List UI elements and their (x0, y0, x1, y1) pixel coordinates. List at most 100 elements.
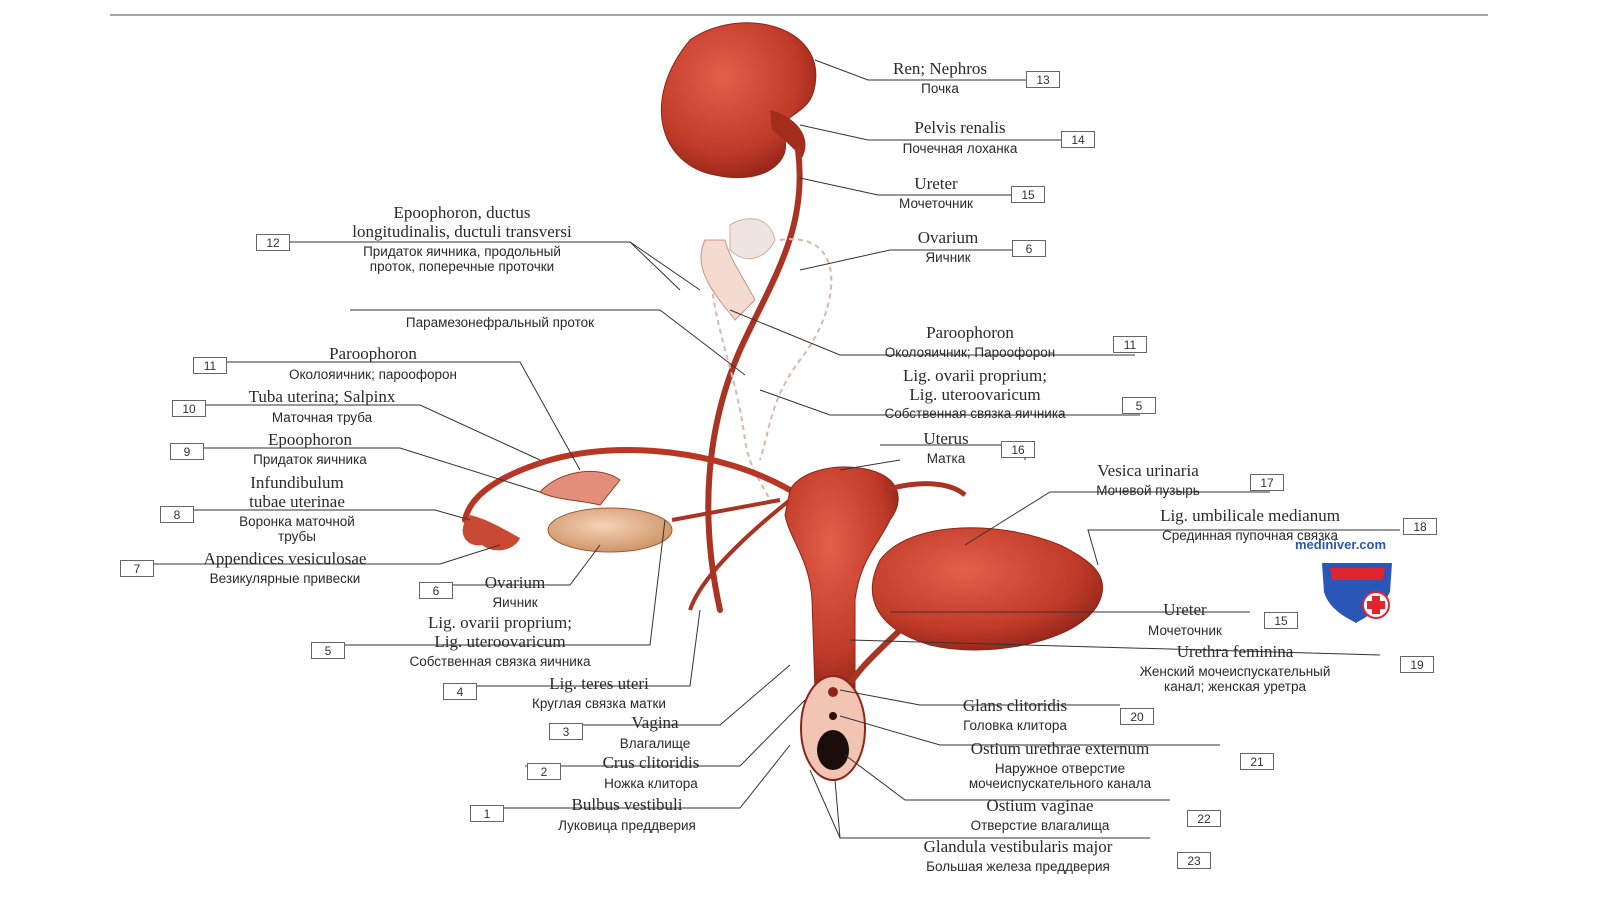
label-ostium-vaginae-lat: Ostium vaginae (986, 796, 1094, 815)
label-ovarium-left-lat: Ovarium (484, 573, 546, 592)
label-lig-ovarii-left-rus: Собственная связка яичника (409, 654, 591, 669)
label-number-10: 10 (172, 400, 206, 417)
label-number-20: 20 (1120, 708, 1154, 725)
label-number-1: 1 (470, 805, 504, 822)
label-pelvis-lat: Pelvis renalis (914, 118, 1006, 137)
label-appendices-lat: Appendices vesiculosae (203, 549, 367, 568)
glans-shape (828, 687, 838, 697)
label-paroophoron-right-rus: Околояичник; Пароофорон (884, 345, 1056, 360)
label-ren-lat: Ren; Nephros (893, 59, 987, 78)
label-number-5b: 5 (311, 642, 345, 659)
label-epoophoron-rus: Придаток яичника (253, 452, 367, 467)
label-number-22: 22 (1187, 810, 1221, 827)
label-urethra-rus1: Женский мочеиспускательный (1139, 664, 1331, 679)
label-number-2: 2 (527, 763, 561, 780)
label-vesica-rus: Мочевой пузырь (1096, 483, 1200, 498)
label-tuba-rus: Маточная труба (271, 410, 373, 425)
label-infundibulum-rus1: Воронка маточной (239, 514, 355, 529)
label-ovarium-left-rus: Яичник (492, 595, 538, 610)
epoophoron-tubules-shape (729, 218, 776, 260)
paramesonephric-duct-shape (710, 239, 771, 501)
label-number-12: 12 (256, 234, 290, 251)
vaginal-orifice-shape (817, 730, 849, 770)
label-crus-lat: Crus clitoridis (602, 753, 700, 772)
label-lig-teres-rus: Круглая связка матки (532, 696, 666, 711)
label-urethra-lat: Urethra feminina (1176, 642, 1294, 661)
label-tuba-lat: Tuba uterina; Salpinx (248, 387, 396, 406)
kidney-shape (660, 22, 817, 179)
label-umbilicale-lat: Lig. umbilicale medianum (1160, 506, 1340, 525)
label-epoophoron-ductus-lat1: Epoophoron, ductus (393, 203, 531, 222)
label-vesica-lat: Vesica urinaria (1097, 461, 1199, 480)
label-glans-rus: Головка клитора (963, 718, 1067, 733)
label-lig-ovarii-right-lat1: Lig. ovarii proprium; (902, 366, 1048, 385)
label-number-9: 9 (170, 443, 204, 460)
label-epoophoron-ductus-lat2: longitudinalis, ductuli transversi (352, 222, 572, 241)
label-number-11a: 11 (1113, 336, 1147, 353)
label-number-13: 13 (1026, 71, 1060, 88)
label-lig-ovarii-right-lat2: Lig. uteroovaricum (909, 385, 1041, 404)
label-paroophoron-left-lat: Paroophoron (329, 344, 417, 363)
label-ureter-top-rus: Мочеточник (899, 196, 973, 211)
ureter-shape (705, 147, 803, 613)
label-vagina-lat: Vagina (631, 713, 679, 732)
watermark[interactable]: mediniver.com (1295, 537, 1387, 552)
label-number-8: 8 (160, 506, 194, 523)
label-ureter-top-lat: Ureter (914, 174, 958, 193)
label-number-21: 21 (1240, 753, 1274, 770)
label-number-15a: 15 (1011, 186, 1045, 203)
label-glandula-rus: Большая железа преддверия (926, 859, 1110, 874)
mediniver-logo (1322, 563, 1392, 623)
label-lig-ovarii-left-lat1: Lig. ovarii proprium; (427, 613, 573, 632)
label-epoophoron-lat: Epoophoron (267, 430, 353, 449)
label-paroophoron-left-rus: Околояичник; пароофорон (288, 367, 458, 382)
label-infundibulum-lat2: tubae uterinae (249, 492, 345, 511)
label-ostium-urethrae-rus2: мочеиспускательного канала (968, 776, 1152, 791)
label-ostium-urethrae-rus1: Наружное отверстие (994, 761, 1126, 776)
label-ren-rus: Почка (921, 81, 959, 96)
label-ureter-low-lat: Ureter (1163, 600, 1207, 619)
label-ovarium-top-lat: Ovarium (917, 228, 979, 247)
label-number-5a: 5 (1122, 397, 1156, 414)
label-paroophoron-right-lat: Paroophoron (926, 323, 1014, 342)
label-epoophoron-ductus-rus1: Придаток яичника, продольный (363, 244, 561, 259)
label-number-19: 19 (1400, 656, 1434, 673)
label-urethra-rus2: канал; женская уретра (1164, 679, 1306, 694)
label-number-7: 7 (120, 560, 154, 577)
leader-lines (150, 59, 1400, 839)
label-number-18: 18 (1403, 518, 1437, 535)
label-paramesonephric-rus: Парамезонефральный проток (405, 315, 595, 330)
label-glandula-lat: Glandula vestibularis major (923, 837, 1113, 856)
vestibule-shape (800, 675, 866, 781)
label-ureter-low-rus: Мочеточник (1148, 623, 1222, 638)
label-number-3: 3 (549, 723, 583, 740)
uterus-shape (784, 466, 899, 691)
label-number-6b: 6 (419, 582, 453, 599)
label-ostium-vaginae-rus: Отверстие влагалища (970, 818, 1110, 833)
label-number-23: 23 (1177, 852, 1211, 869)
infundibulum-shape (462, 515, 520, 551)
label-lig-teres-lat: Lig. teres uteri (549, 674, 649, 693)
label-number-14: 14 (1061, 131, 1095, 148)
label-number-6a: 6 (1012, 240, 1046, 257)
label-crus-rus: Ножка клитора (604, 776, 698, 791)
label-lig-ovarii-right-rus: Собственная связка яичника (884, 406, 1066, 421)
round-ligament-shape (688, 498, 792, 611)
label-number-17: 17 (1250, 474, 1284, 491)
embryonic-ovary-outline (759, 238, 833, 461)
label-number-4: 4 (443, 683, 477, 700)
ovary-shape (547, 507, 673, 553)
epoophoron-embryonic-shape (700, 239, 756, 321)
label-glans-lat: Glans clitoridis (962, 696, 1068, 715)
label-appendices-rus: Везикулярные привески (209, 571, 361, 586)
label-infundibulum-lat1: Infundibulum (250, 473, 344, 492)
label-lig-ovarii-left-lat2: Lig. uteroovaricum (434, 632, 566, 651)
broad-ligament-shape (884, 481, 967, 497)
label-pelvis-rus: Почечная лоханка (902, 141, 1018, 156)
label-bulbus-lat: Bulbus vestibuli (571, 795, 683, 814)
bladder-shape (871, 527, 1104, 651)
label-bulbus-rus: Луковица преддверия (558, 818, 696, 833)
uterine-tube-shape (462, 447, 793, 523)
label-number-11b: 11 (193, 357, 227, 374)
